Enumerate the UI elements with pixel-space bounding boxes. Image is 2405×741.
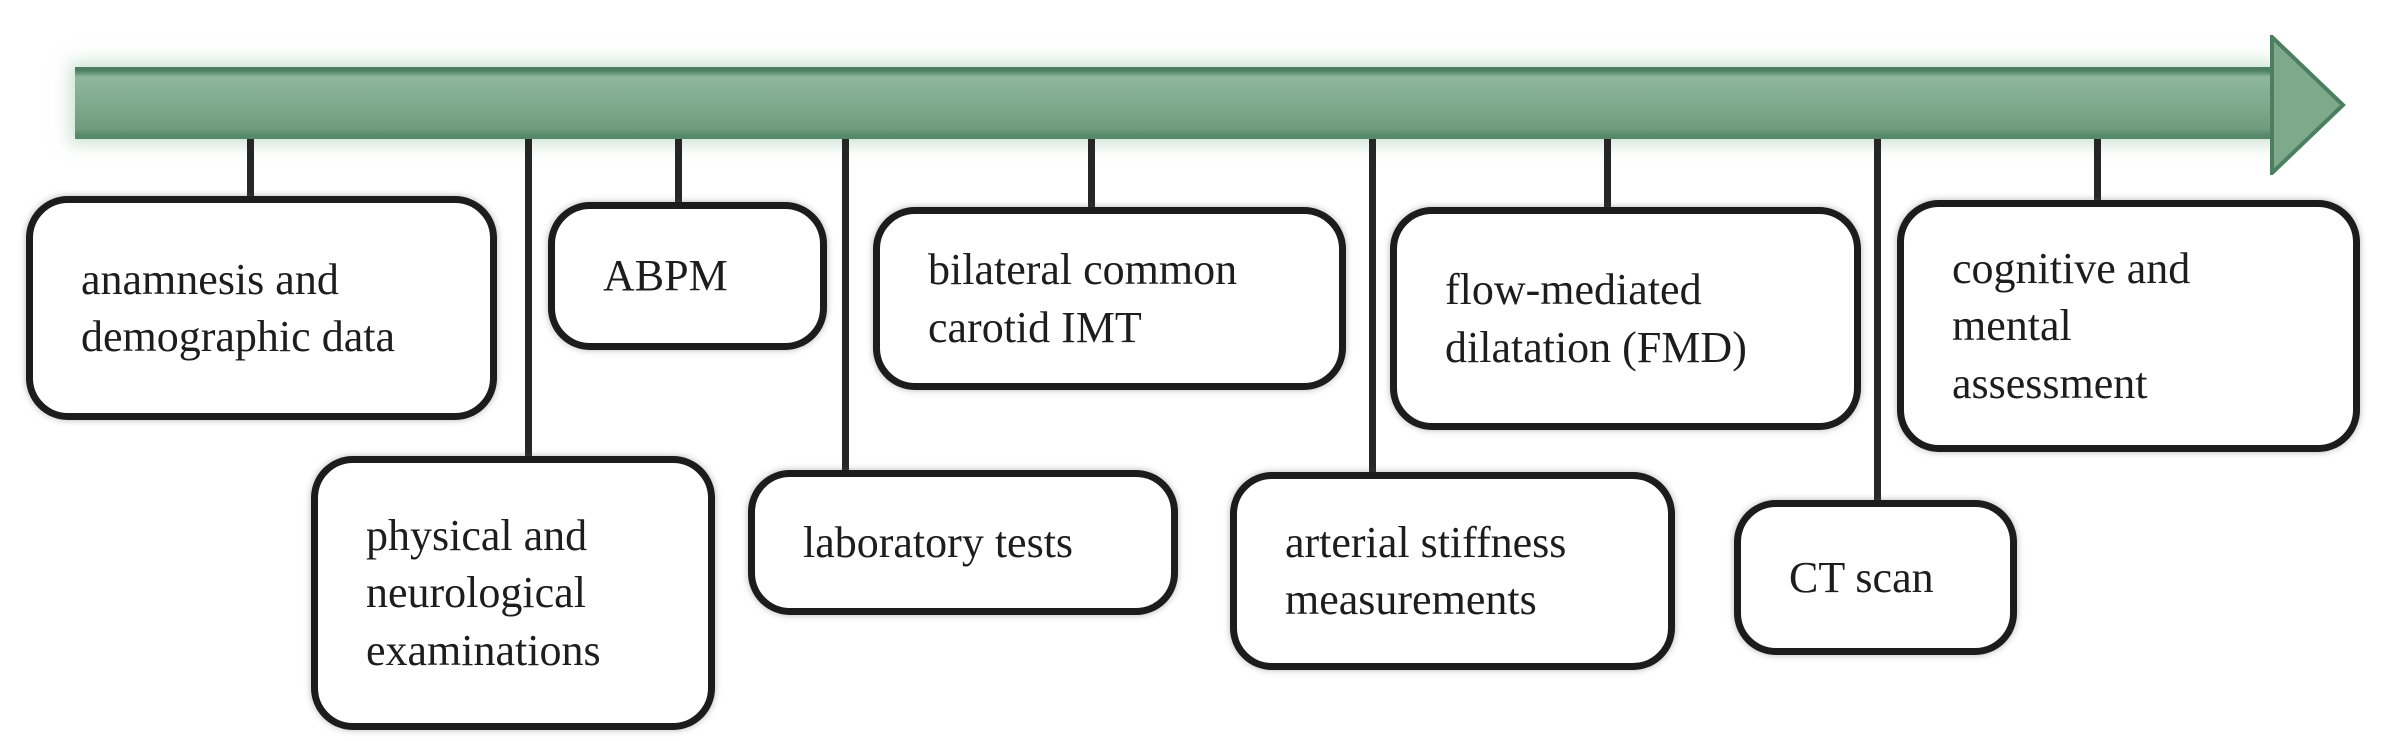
step-label: flow-mediated dilatation (FMD) [1445, 265, 1747, 372]
step-label: arterial stiffness measurements [1285, 517, 1567, 624]
step-label: ABPM [603, 251, 728, 301]
step-label: physical and neurological examinations [366, 511, 601, 675]
step-label: laboratory tests [803, 517, 1074, 567]
step-box-cognitive-mental: cognitive and mental assessment [1897, 200, 2360, 452]
connector-line-physical [525, 139, 532, 459]
connector-line-cognitive [2094, 139, 2101, 203]
step-box-flow-mediated-dilatation: flow-mediated dilatation (FMD) [1390, 207, 1861, 430]
step-label: CT scan [1789, 552, 1934, 602]
step-box-physical-neurological: physical and neurological examinations [311, 456, 715, 730]
step-label: bilateral common carotid IMT [928, 245, 1238, 352]
connector-line-ctscan [1874, 139, 1881, 503]
step-box-ct-scan: CT scan [1734, 500, 2017, 655]
connector-line-carotid [1088, 139, 1095, 210]
step-box-anamnesis-demographic: anamnesis and demographic data [26, 196, 497, 420]
step-box-laboratory-tests: laboratory tests [748, 470, 1178, 615]
step-box-abpm: ABPM [548, 202, 827, 350]
step-box-arterial-stiffness: arterial stiffness measurements [1230, 472, 1675, 670]
step-label: anamnesis and demographic data [81, 254, 395, 361]
connector-line-fmd [1604, 139, 1611, 210]
step-label: cognitive and mental assessment [1952, 244, 2191, 408]
connector-line-anamnesis [247, 139, 254, 199]
arrow-right-icon [2270, 35, 2346, 175]
timeline-arrow-body [75, 67, 2274, 139]
connector-line-laboratory [842, 139, 849, 473]
step-box-bilateral-carotid-imt: bilateral common carotid IMT [873, 207, 1346, 390]
connector-line-abpm [675, 139, 682, 205]
connector-line-stiffness [1369, 139, 1376, 475]
